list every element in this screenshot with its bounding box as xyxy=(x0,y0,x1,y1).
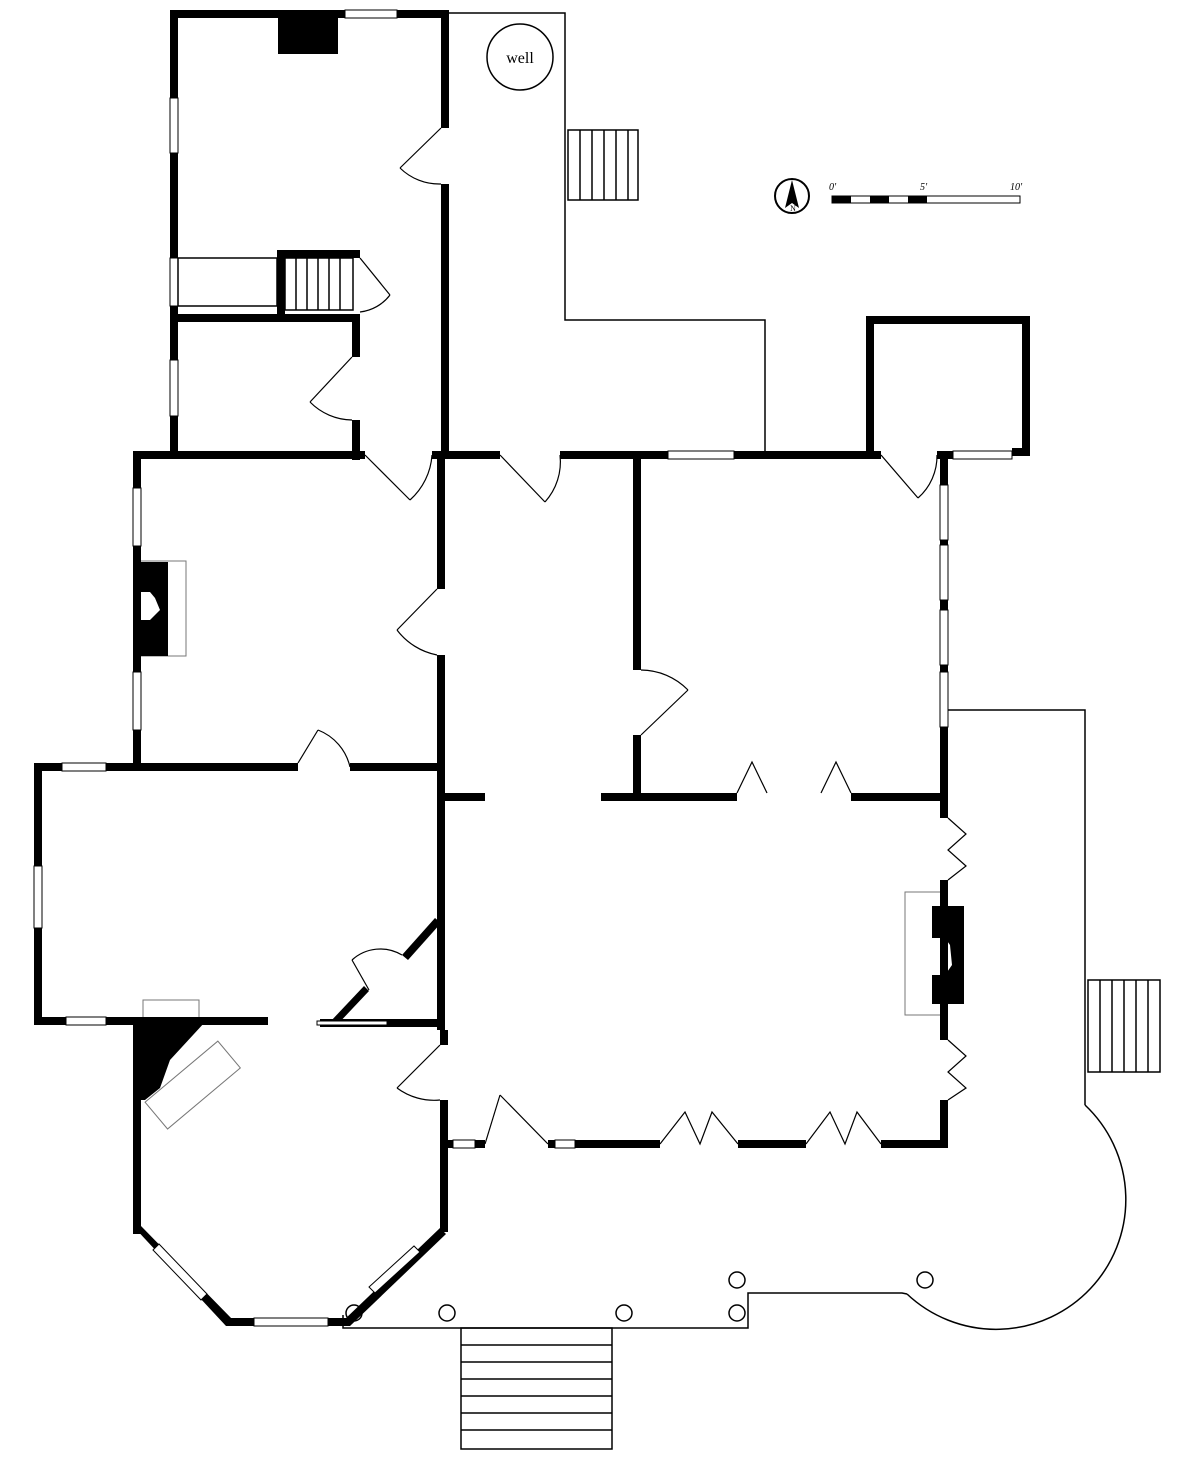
window xyxy=(61,762,107,772)
well: well xyxy=(486,23,554,91)
window xyxy=(939,544,949,601)
window xyxy=(253,1317,329,1327)
porch-column xyxy=(615,1304,633,1322)
porch-column xyxy=(728,1271,746,1289)
window xyxy=(939,671,949,728)
window xyxy=(169,359,179,417)
window xyxy=(939,484,949,541)
north-arrow-icon: N xyxy=(774,178,810,214)
window xyxy=(65,1016,107,1026)
window xyxy=(939,609,949,666)
scale-label-10: 10' xyxy=(1010,182,1023,193)
scale-bar: 0' 5' 10' xyxy=(829,182,1023,204)
porch-columns xyxy=(345,1271,934,1322)
window xyxy=(452,1139,476,1149)
window xyxy=(368,1245,421,1294)
interior-stairs xyxy=(177,257,354,311)
window xyxy=(169,257,179,307)
front-steps xyxy=(460,1327,613,1450)
porch-column xyxy=(438,1304,456,1322)
hearth-bay xyxy=(142,999,200,1019)
back-yard-outline xyxy=(445,12,766,455)
back-steps xyxy=(567,129,639,201)
walls xyxy=(34,10,1030,1326)
window xyxy=(667,450,735,460)
porch-outline xyxy=(342,709,1127,1331)
windows xyxy=(33,9,1013,1327)
window xyxy=(152,1243,208,1301)
window xyxy=(33,865,43,929)
doors xyxy=(297,127,967,1146)
window xyxy=(554,1139,576,1149)
window xyxy=(132,487,142,547)
window xyxy=(132,671,142,731)
window xyxy=(169,97,179,154)
north-label: N xyxy=(790,204,796,213)
window xyxy=(952,450,1013,460)
east-steps xyxy=(1087,979,1161,1073)
porch-column xyxy=(916,1271,934,1289)
scale-label-0: 0' xyxy=(829,182,837,193)
hearth-bay-angled xyxy=(144,1040,242,1130)
scale-label-5: 5' xyxy=(920,182,928,193)
well-label: well xyxy=(506,50,534,67)
window xyxy=(344,9,398,19)
porch-column xyxy=(728,1304,746,1322)
window xyxy=(316,1020,388,1026)
